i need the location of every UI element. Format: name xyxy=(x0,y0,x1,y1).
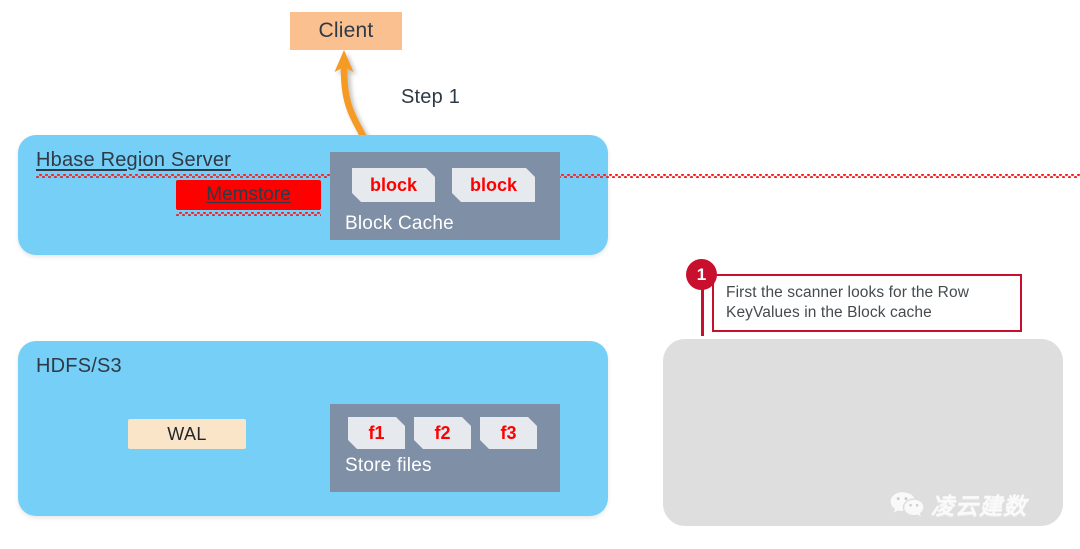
memstore-box: Memstore xyxy=(176,180,321,216)
wechat-icon xyxy=(890,492,924,517)
step-label: Step 1 xyxy=(401,86,461,108)
client-box: Client xyxy=(290,12,402,50)
callout-box: First the scanner looks for the Row KeyV… xyxy=(712,274,1022,332)
store-file-chip: f1 xyxy=(348,417,405,449)
wal-box: WAL xyxy=(128,419,246,449)
store-file-chip: f3 xyxy=(480,417,537,449)
right-placeholder-panel xyxy=(663,339,1063,526)
block-chip: block xyxy=(352,168,435,202)
block-chip: block xyxy=(452,168,535,202)
store-files-label: Store files xyxy=(345,455,432,476)
watermark: 凌云建数 xyxy=(890,487,1027,521)
callout-number-badge: 1 xyxy=(686,259,717,290)
callout-stem xyxy=(701,280,704,336)
store-file-chip: f2 xyxy=(414,417,471,449)
callout-text: First the scanner looks for the Row KeyV… xyxy=(726,283,969,321)
watermark-text: 凌云建数 xyxy=(931,493,1027,519)
block-cache-label: Block Cache xyxy=(345,213,454,234)
hdfs-s3-title: HDFS/S3 xyxy=(36,355,122,377)
